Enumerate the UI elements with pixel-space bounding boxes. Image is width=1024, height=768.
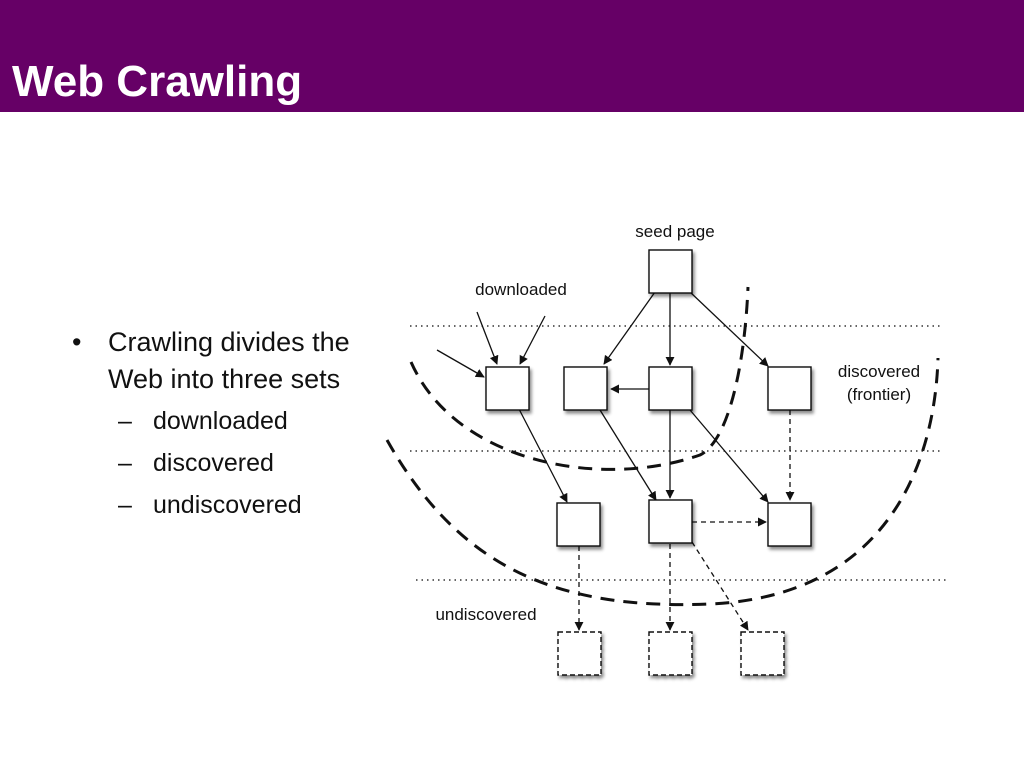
bullet-list: • Crawling divides the Web into three se…: [72, 324, 372, 530]
frontier-boundary: [385, 357, 940, 607]
edge-node-to-frontier: [599, 409, 657, 501]
bullet-main-text: Crawling divides the Web into three sets: [108, 327, 350, 394]
label-downloaded: downloaded: [475, 280, 567, 299]
edge-frontier-to-undiscovered: [691, 541, 749, 631]
incoming-arrow-1: [476, 311, 499, 365]
sub-bullet-text: downloaded: [153, 407, 288, 435]
sub-bullet-downloaded: – downloaded: [118, 404, 372, 438]
label-undiscovered: undiscovered: [435, 605, 536, 624]
undiscovered-node: [648, 631, 693, 676]
frontier-node: [767, 366, 812, 411]
slide-title: Web Crawling: [12, 57, 303, 106]
frontier-node: [648, 499, 693, 544]
sub-bullet-discovered: – discovered: [118, 446, 372, 480]
frontier-node: [767, 502, 812, 547]
downloaded-node: [648, 366, 693, 411]
downloaded-node: [563, 366, 608, 411]
incoming-arrow-3: [436, 349, 485, 378]
edge-node-to-frontier: [689, 409, 769, 503]
sub-bullet-text: undiscovered: [153, 491, 302, 519]
edge-seed-to-frontier: [689, 291, 769, 367]
bullet-dot: •: [72, 327, 82, 357]
sub-bullet-undiscovered: – undiscovered: [118, 488, 372, 522]
downloaded-boundary: [409, 286, 750, 471]
undiscovered-node: [557, 631, 602, 676]
label-seed-page: seed page: [635, 222, 714, 241]
sub-bullet-list: – downloaded – discovered – undiscovered: [72, 404, 372, 522]
frontier-node: [556, 502, 601, 547]
edge-seed-to-node: [603, 291, 656, 365]
incoming-arrow-2: [519, 315, 546, 365]
edge-node-to-frontier: [518, 408, 568, 503]
downloaded-node: [485, 366, 530, 411]
sub-bullet-dash: –: [118, 407, 132, 435]
undiscovered-node: [740, 631, 785, 676]
seed-page-node: [648, 249, 693, 294]
label-discovered: discovered: [838, 362, 920, 381]
sub-bullet-dash: –: [118, 449, 132, 477]
title-bar: Web Crawling: [0, 0, 1024, 112]
sub-bullet-text: discovered: [153, 449, 274, 477]
label-frontier: (frontier): [847, 385, 911, 404]
sub-bullet-dash: –: [118, 491, 132, 519]
bullet-main: • Crawling divides the Web into three se…: [72, 324, 372, 398]
